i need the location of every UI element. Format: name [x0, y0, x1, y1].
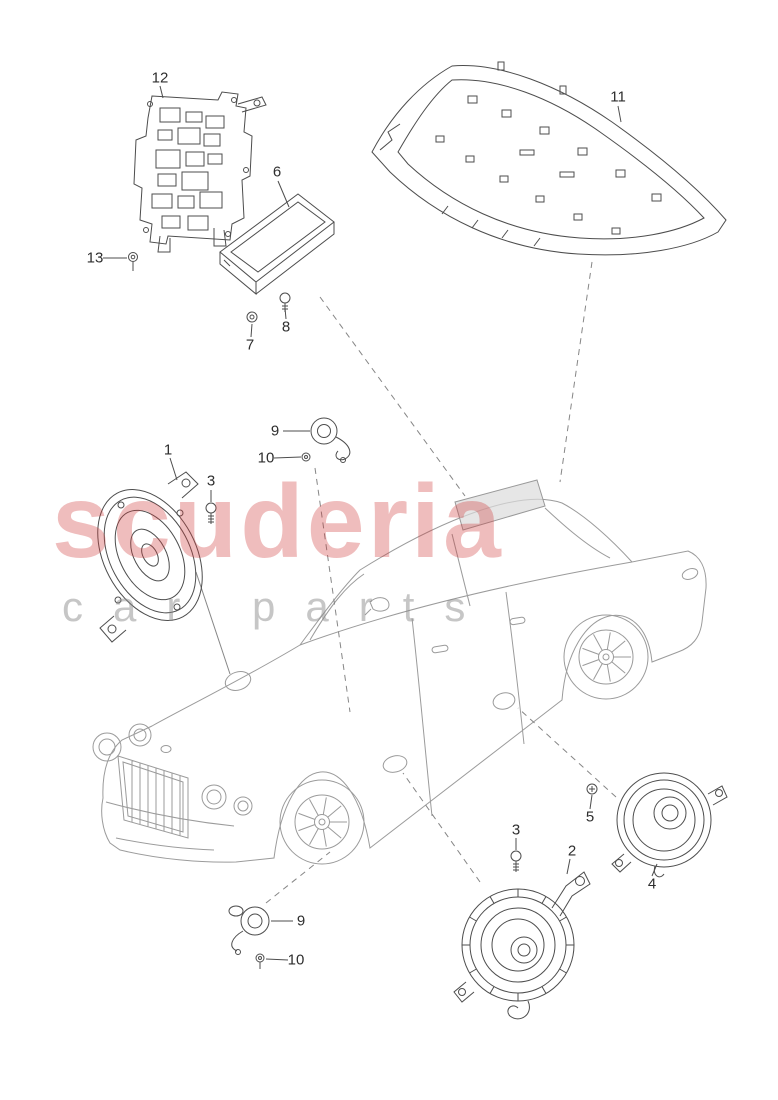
part-12-amplifier-bracket	[133, 91, 267, 253]
car-rear-window-base	[544, 507, 611, 559]
callout-9-bottom: 9	[296, 912, 306, 930]
callout-connector-lines	[103, 85, 658, 961]
car-headlamp-right-inner-inner	[206, 789, 222, 805]
callout-1: 1	[163, 441, 173, 459]
car-bumper-lines	[105, 801, 235, 851]
car-speaker-location-front-door	[224, 671, 252, 691]
car-door-handle-rear	[509, 616, 526, 626]
car-shelf-location	[454, 479, 546, 531]
car-headlamp-right-inner	[201, 784, 227, 810]
callout-10-top: 10	[257, 449, 275, 467]
callout-8: 8	[281, 318, 291, 336]
callout-3-top: 3	[206, 472, 216, 490]
part-3-screw-bottom	[510, 850, 522, 872]
part-10-screw-top	[301, 452, 311, 462]
car-headlamp-left-outer-inner	[98, 738, 116, 756]
car-body-outline	[101, 498, 707, 863]
car-headlamp-right-outer-inner	[237, 800, 249, 812]
part-2-rear-door-speaker	[453, 871, 591, 1020]
callout-4: 4	[647, 875, 657, 893]
part-8-screw	[279, 292, 291, 312]
car-badge	[160, 745, 172, 753]
part-13-nut	[128, 252, 138, 271]
part-6-amplifier	[219, 193, 335, 296]
leader-shelf-to-car	[559, 261, 593, 483]
callout-13: 13	[86, 249, 104, 267]
part-10-screw-bottom	[255, 953, 265, 969]
leader-tweeter-bottom-to-car	[265, 851, 331, 904]
car-speaker-location-quarter	[492, 692, 516, 710]
part-9-tweeter-top	[310, 417, 351, 463]
leader-door-speaker-to-car	[402, 772, 481, 883]
callout-5: 5	[585, 808, 595, 826]
part-1-front-door-speaker	[97, 471, 203, 643]
car-a-pillar	[309, 573, 365, 641]
leader-amplifier-to-car	[319, 296, 466, 497]
car-mirror	[364, 597, 390, 616]
part-4-rear-shelf-speaker	[611, 772, 728, 878]
car-front-door-cut	[411, 617, 433, 817]
car-door-handle-front	[431, 644, 449, 654]
callout-3-bottom: 3	[511, 821, 521, 839]
part-5-screw	[586, 783, 598, 795]
callout-9-top: 9	[270, 422, 280, 440]
car-headlamp-left-inner-inner	[133, 728, 147, 742]
car-beltline	[299, 561, 633, 646]
car-illustration	[92, 479, 707, 865]
leader-lines	[195, 261, 617, 904]
car-speaker-location-rear-door	[382, 755, 408, 773]
callout-11: 11	[610, 88, 626, 106]
callout-10-bottom: 10	[287, 951, 305, 969]
callout-6: 6	[272, 163, 282, 181]
part-3-screw-top	[205, 502, 217, 524]
callout-12: 12	[151, 69, 169, 87]
callout-2: 2	[567, 842, 577, 860]
car-tail-lamp	[681, 568, 699, 580]
car-rear-wheel	[563, 614, 649, 700]
callout-7: 7	[245, 336, 255, 354]
car-front-wheel	[279, 779, 365, 865]
leader-tweeter-top-to-car	[314, 467, 351, 713]
car-rear-door-cut	[505, 591, 525, 745]
car-headlamp-left-inner	[128, 723, 152, 747]
car-headlamp-right-outer	[233, 796, 253, 816]
car-b-pillar	[451, 533, 471, 607]
part-9-tweeter-bottom	[228, 905, 270, 955]
car-grille	[117, 755, 189, 839]
part-11-parcel-shelf	[371, 61, 727, 256]
leader-rear-speaker-to-car	[517, 707, 617, 798]
part-7-grommet	[246, 311, 258, 323]
car-headlamp-left-outer	[92, 732, 122, 762]
